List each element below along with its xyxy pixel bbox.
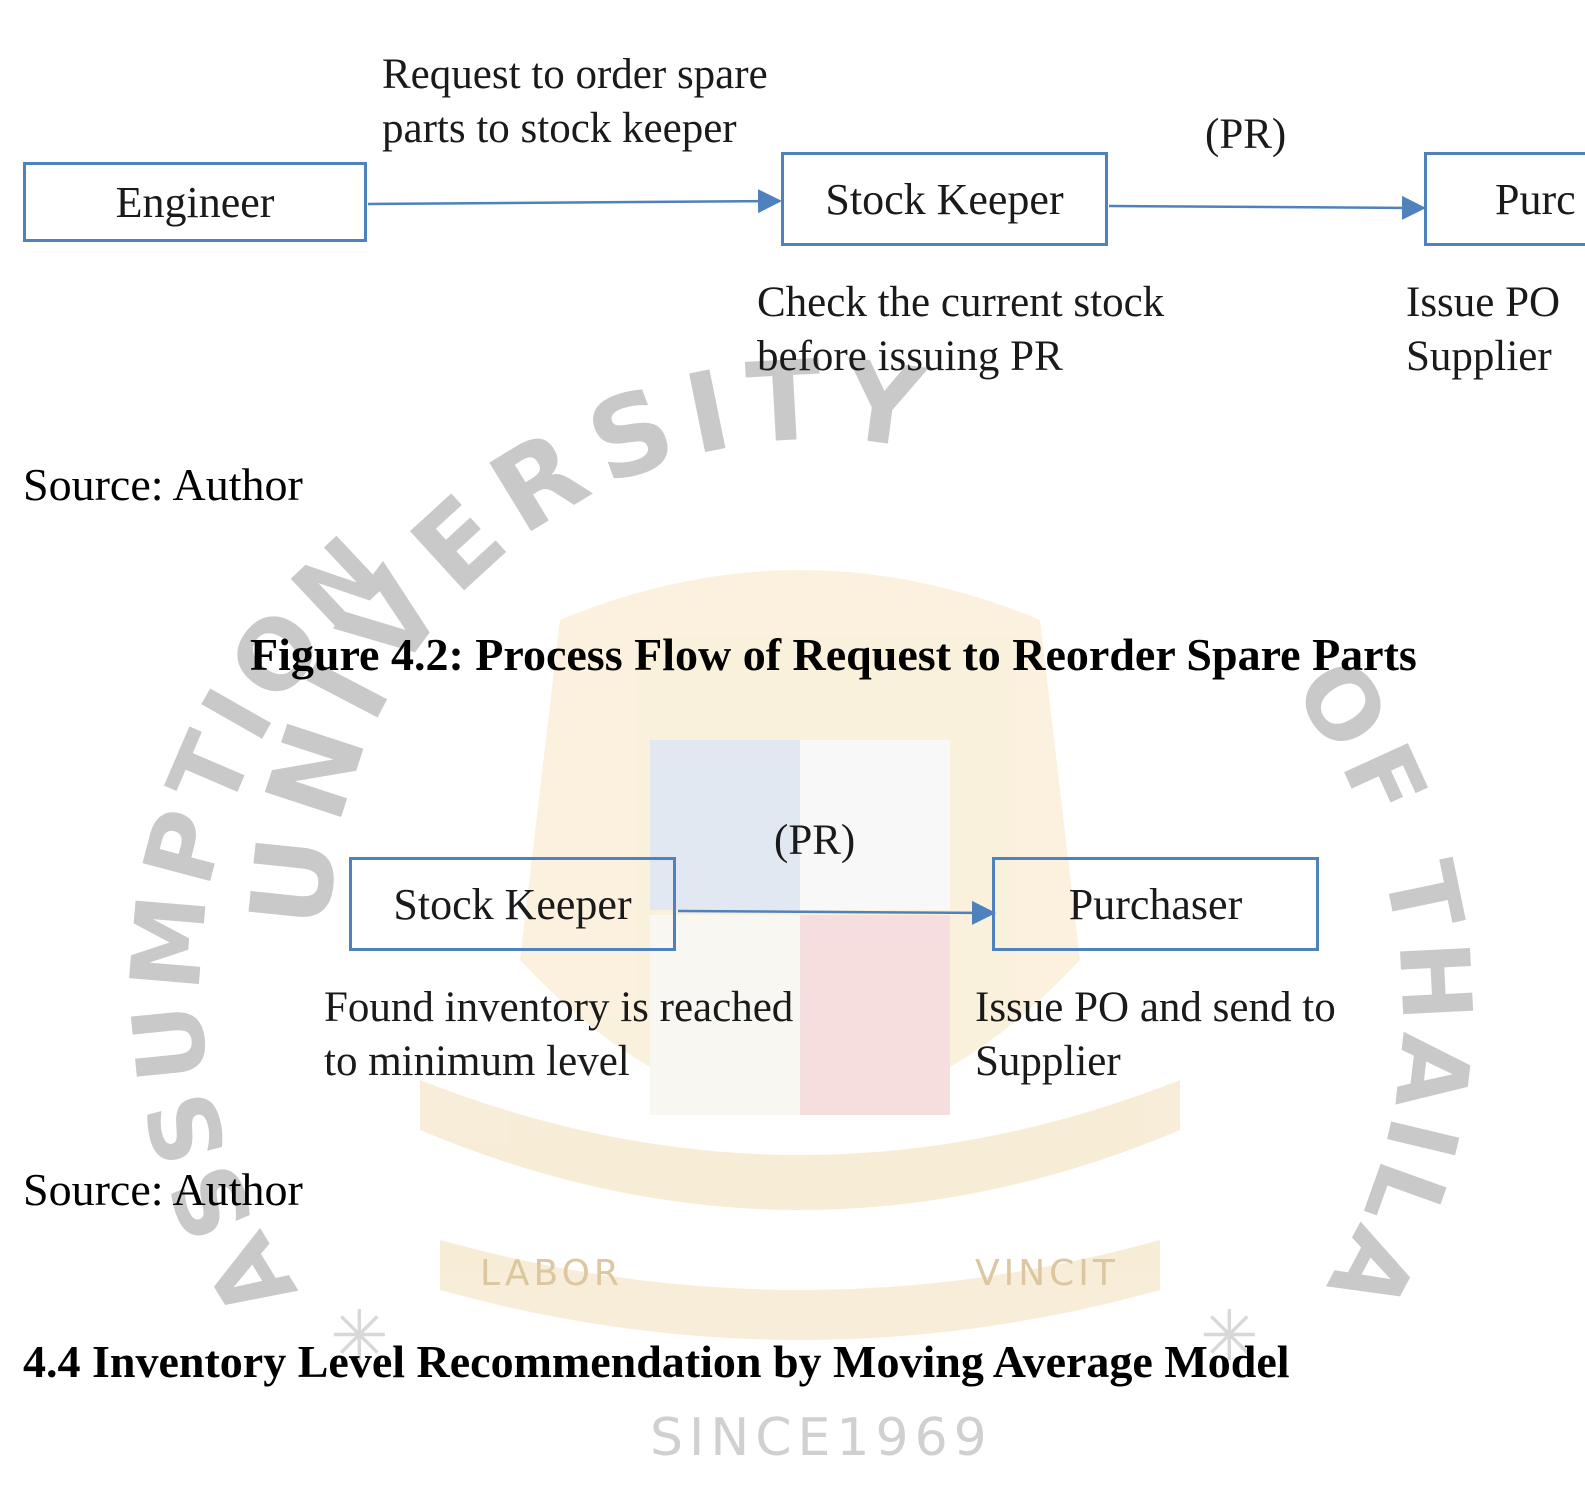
source-caption-1: Source: Author bbox=[23, 459, 303, 510]
node-stock-keeper-1-label: Stock Keeper bbox=[825, 174, 1064, 224]
edge-label-pr-1: (PR) bbox=[1205, 111, 1287, 158]
note-purchaser-2: Issue PO and send to Supplier bbox=[975, 984, 1336, 1085]
section-heading: 4.4 Inventory Level Recommendation by Mo… bbox=[23, 1336, 1290, 1387]
arrow-engineer-to-stock-keeper bbox=[367, 189, 782, 214]
note-stock-keeper-1: Check the current stock before issuing P… bbox=[757, 279, 1165, 380]
edge-label-request: Request to order spare parts to stock ke… bbox=[382, 51, 768, 152]
node-purchaser-2-label: Purchaser bbox=[1068, 879, 1243, 929]
node-engineer: Engineer bbox=[23, 162, 367, 242]
edge-label-pr-2: (PR) bbox=[774, 817, 856, 864]
source-caption-2: Source: Author bbox=[23, 1164, 303, 1215]
arrow-stock-keeper-to-purchaser-2 bbox=[677, 900, 996, 925]
node-purchaser-1: Purc bbox=[1424, 152, 1585, 246]
note-purchaser-1: Issue PO Supplier bbox=[1406, 279, 1561, 380]
node-purchaser-1-label: Purc bbox=[1495, 174, 1576, 224]
node-purchaser-2: Purchaser bbox=[992, 857, 1319, 951]
note-stock-keeper-2: Found inventory is reached to minimum le… bbox=[324, 984, 794, 1085]
figure-caption: Figure 4.2: Process Flow of Request to R… bbox=[250, 629, 1417, 680]
node-stock-keeper-2-label: Stock Keeper bbox=[393, 879, 632, 929]
arrow-stock-keeper-to-purchaser-1 bbox=[1108, 195, 1426, 220]
node-stock-keeper-2: Stock Keeper bbox=[349, 857, 676, 951]
node-stock-keeper-1: Stock Keeper bbox=[781, 152, 1108, 246]
node-engineer-label: Engineer bbox=[115, 177, 275, 227]
